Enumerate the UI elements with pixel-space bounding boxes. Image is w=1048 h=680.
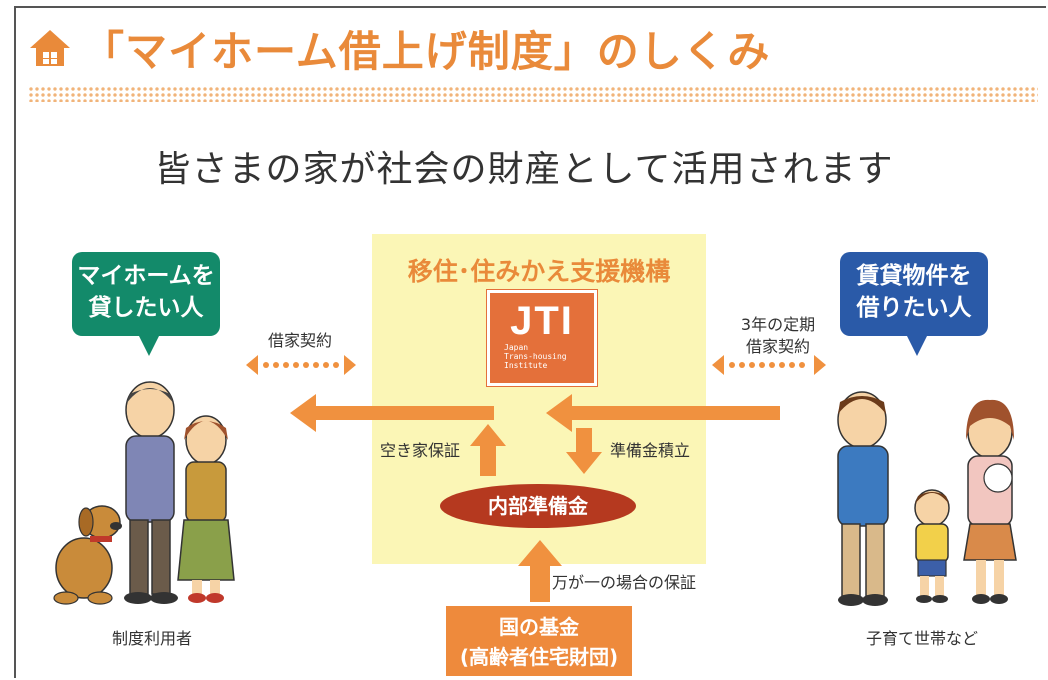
tenant-caption: 子育て世帯など (866, 629, 979, 648)
frame-border (14, 6, 1046, 678)
tenant-mother-illustration (963, 399, 1017, 604)
logo-text: JTI (510, 299, 574, 343)
organization-name: 移住･住みかえ支援機構 (407, 257, 671, 286)
owner-man-illustration (124, 381, 178, 604)
rent-arrow-from-tenant (546, 394, 780, 432)
vacancy-guarantee-arrow (470, 424, 506, 476)
owner-bubble: マイホームを 貸したい人 (72, 252, 220, 336)
owner-contract-arrow (246, 355, 356, 375)
owner-contract-label: 借家契約 (268, 331, 333, 350)
fund-guarantee-arrow (518, 540, 562, 602)
owner-woman-illustration (177, 415, 235, 603)
tenant-bubble: 賃貸物件を 借りたい人 (840, 252, 988, 336)
reserve-deposit-label: 準備金積立 (610, 441, 691, 460)
page-title: 「マイホーム借上げ制度」のしくみ (82, 27, 771, 76)
tenant-child-illustration (914, 489, 950, 603)
tenant-bubble-tail (906, 334, 928, 356)
internal-reserve: 内部準備金 (440, 484, 636, 528)
reserve-deposit-arrow (566, 428, 602, 474)
logo-subtext: Japan Trans-housing Institute (504, 343, 567, 370)
house-icon (30, 30, 70, 66)
tenant-father-illustration (837, 391, 889, 606)
jti-logo: JTI Japan Trans-housing Institute (486, 289, 598, 387)
tenant-contract-arrow (712, 355, 826, 375)
dotted-divider (28, 86, 1038, 102)
emergency-guarantee-label: 万が一の場合の保証 (552, 573, 697, 592)
owner-caption: 制度利用者 (112, 629, 193, 648)
owner-bubble-tail (138, 334, 160, 356)
dog-illustration (53, 505, 122, 605)
headline: 皆さまの家が社会の財産として活用されます (154, 149, 894, 190)
rent-arrow-to-owner (290, 394, 494, 432)
national-fund-box: 国の基金 (高齢者住宅財団) (446, 606, 632, 676)
tenant-contract-label: 3年の定期 借家契約 (740, 315, 816, 356)
vacancy-guarantee-label: 空き家保証 (380, 441, 461, 460)
